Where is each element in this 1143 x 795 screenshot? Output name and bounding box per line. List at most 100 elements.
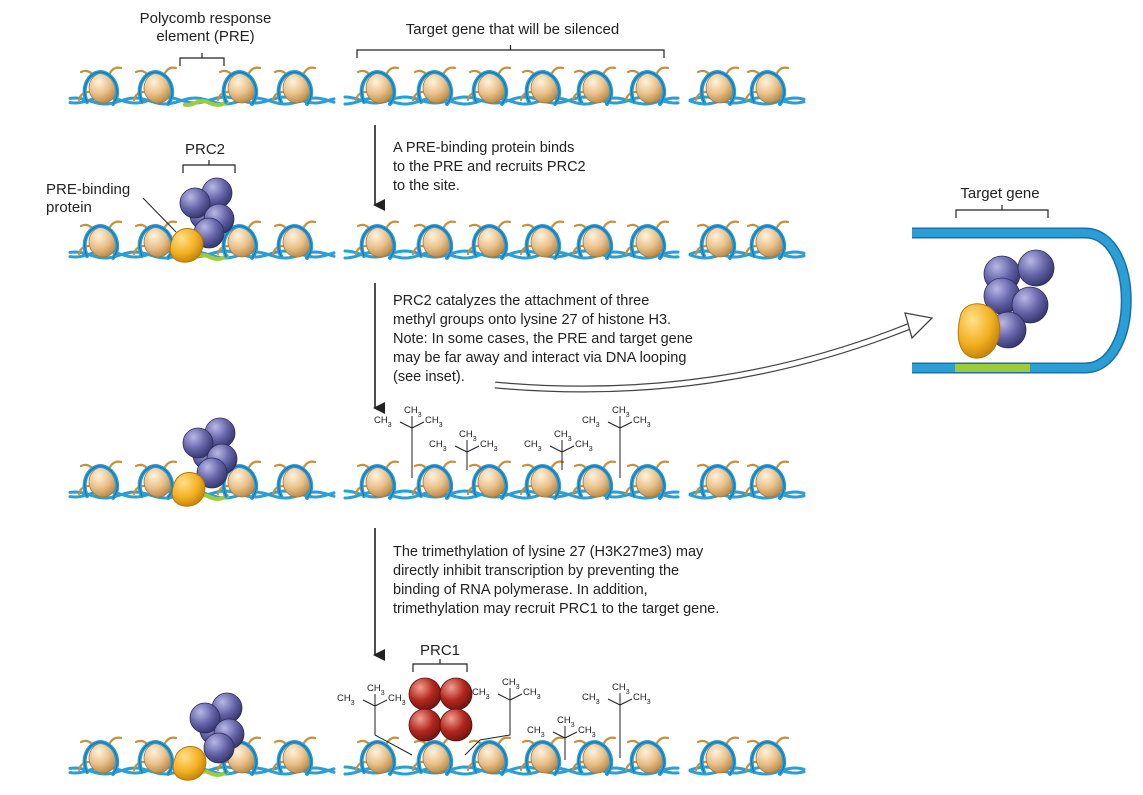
methyl-bonds [399,416,425,429]
dna-wrap-edge [84,225,118,259]
histone-tail [271,244,285,256]
histone-tail [107,66,123,77]
nucleosome [132,66,178,106]
histone-tail [162,460,178,471]
dna-wrap-edge [84,741,118,775]
histone-tail [301,460,317,471]
nucleosome [271,220,317,260]
histone-tail [601,736,617,747]
histone-tail [107,736,123,747]
histone-tail [132,760,146,772]
dna-strand [343,250,680,260]
histone-tail [441,220,457,231]
dna-wrap-edge [526,465,560,499]
histone-tail [216,484,230,496]
ch3-label: CH3 [480,439,498,453]
dna-wrap-edge [526,225,560,259]
histone-tail [441,66,457,77]
histone-tail [246,736,262,747]
histone-tail [246,460,262,471]
nucleosome [519,736,565,776]
nucleosomes [77,66,790,776]
prc1-subunit [439,708,473,742]
nucleosome [744,736,790,776]
histone-tail [384,460,400,471]
histone-tail [411,90,425,102]
nucleosome [411,460,457,500]
histone-tail [77,244,91,256]
histone-tail [384,66,400,77]
histone-tail [774,220,790,231]
inset-dna-loop-inner [912,229,1131,372]
histone-tail [724,66,740,77]
pre-binding-protein [169,228,204,263]
dna-wrap-edge [631,465,665,499]
dna-wrap-edge [526,741,560,775]
nucleosome [77,460,123,500]
histone-tail [654,736,670,747]
nucleosome [694,66,740,106]
dna-wrap-edge [278,465,312,499]
ch3-label: CH3 [633,415,651,429]
histone-tail [301,220,317,231]
dna-wrap-edge [473,71,507,105]
prc1-complex [408,677,473,742]
histone-tail [744,244,758,256]
histone-tail [216,90,230,102]
ch3-label: CH3 [633,692,651,706]
nucleosome [354,220,400,260]
dna-wrap-edge [278,741,312,775]
nucleosome [216,66,262,106]
histone-tail [519,484,533,496]
methyl-bonds [552,726,578,739]
histone-tail [466,760,480,772]
ch3-label: CH3 [527,725,545,739]
dna-wrap-edge [223,225,257,259]
dna-strand [343,766,680,776]
dna-wrap-edge [631,741,665,775]
histone-tail [744,90,758,102]
dna-wrap-edge [418,225,452,259]
histone-tail [411,484,425,496]
nucleosome [519,66,565,106]
histone-tail [384,220,400,231]
dna-wrap-edge [278,71,312,105]
ch3-label: CH3 [404,405,422,419]
ch3-label: CH3 [472,687,490,701]
histone-tail [216,244,230,256]
histone-tail [246,220,262,231]
ch3-label: CH3 [429,439,447,453]
pre-binding-protein [171,472,206,507]
nucleosome [77,736,123,776]
histone-tail [774,66,790,77]
histone-tail [571,484,585,496]
nucleosome [132,220,178,260]
prc2-subunit [182,427,214,459]
histone-tail [624,760,638,772]
ch3-label: CH3 [459,429,477,443]
histone-tail [549,220,565,231]
nucleosome [466,66,512,106]
nucleosome [624,66,670,106]
target-gene-label: Target gene that will be silenced [405,21,620,38]
histone-tail [441,460,457,471]
dna-wrap-edge [223,71,257,105]
dna-wrap-edge [701,465,735,499]
bracket [179,53,225,66]
step-3-text: The trimethylation of lysine 27 (H3K27me… [393,544,720,617]
nucleosome [354,736,400,776]
methyl-bonds [549,440,575,453]
nucleosome [571,220,617,260]
ch3-label: CH3 [337,693,355,707]
bracket [955,205,1049,218]
ch3-label: CH3 [612,405,630,419]
pre-label: Polycomb response element (PRE) [139,10,272,45]
histone-tail [519,760,533,772]
prc2-subunit [189,702,221,734]
histone-tail [354,90,368,102]
histone-tail [549,460,565,471]
histone-tail [496,460,512,471]
